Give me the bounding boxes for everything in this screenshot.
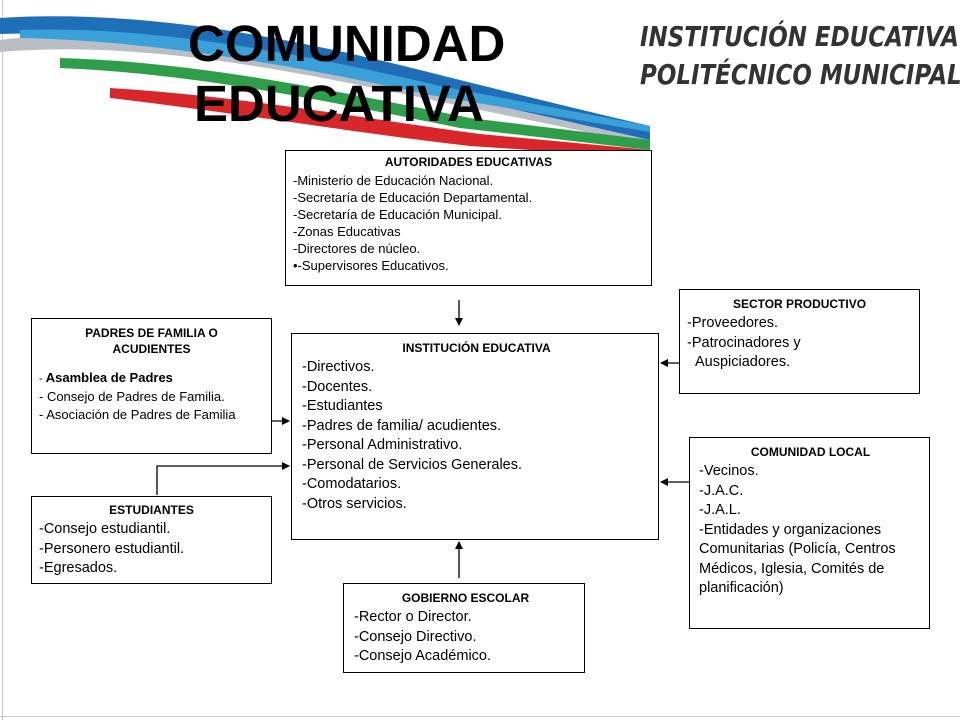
stripe-blue (0, 16, 650, 141)
box-estudiantes: ESTUDIANTES -Consejo estudiantil. -Perso… (31, 496, 272, 584)
comunidad-item: -Entidades y organizaciones Comunitarias… (699, 521, 896, 597)
autoridades-item: -Zonas Educativas (293, 224, 401, 239)
autoridades-item: -Directores de núcleo. (293, 241, 421, 256)
comunidad-item: -J.A.L. (699, 502, 741, 518)
arrow-estudiantes-to-institucion (156, 462, 290, 495)
box-padres-de-familia: PADRES DE FAMILIA O ACUDIENTES - Asamble… (31, 318, 272, 454)
stripe-green (60, 58, 650, 150)
padres-header-line2: ACUDIENTES (112, 342, 191, 356)
page-title: COMUNIDAD EDUCATIVA (188, 14, 528, 134)
box-sector-productivo: SECTOR PRODUCTIVO -Proveedores. -Patroci… (679, 289, 920, 394)
gobierno-item: -Rector o Director. (354, 609, 472, 625)
box-gobierno-escolar: GOBIERNO ESCOLAR -Rector o Director. -Co… (343, 583, 585, 673)
institucion-item: -Comodatarios. (302, 476, 402, 492)
sector-item: -Patrocinadores y (687, 334, 801, 351)
padres-item-prefix: - (39, 373, 46, 385)
institucion-item: -Padres de familia/ acudientes. (302, 417, 502, 434)
autoridades-item: -Secretaría de Educación Departamental. (293, 190, 533, 205)
sector-header: SECTOR PRODUCTIVO (732, 297, 867, 311)
gobierno-item: -Consejo Académico. (354, 648, 492, 664)
sector-item: -Proveedores. (687, 315, 779, 331)
page-title-line2: EDUCATIVA (194, 75, 484, 132)
institucion-header: INSTITUCIÓN EDUCATIVA (402, 341, 551, 355)
institucion-item: -Personal Administrativo. (302, 437, 463, 453)
stripe-red (110, 88, 650, 158)
estudiantes-item: -Consejo estudiantil. (39, 521, 171, 537)
padres-item: - Consejo de Padres de Familia. (39, 389, 225, 404)
institucion-item: -Estudiantes (302, 398, 383, 414)
padres-header-line1: PADRES DE FAMILIA O (85, 326, 218, 340)
institution-logo-text: INSTITUCIÓN EDUCATIVA POLITÉCNICO MUNICI… (640, 18, 960, 94)
institucion-item: -Otros servicios. (302, 495, 407, 512)
box-comunidad-local: COMUNIDAD LOCAL -Vecinos. -J.A.C. -J.A.L… (689, 437, 930, 629)
slide-frame-left (2, 0, 3, 720)
institution-logo-line2: POLITÉCNICO MUNICIPAL (640, 58, 960, 91)
estudiantes-item: -Egresados. (39, 560, 118, 576)
autoridades-header: AUTORIDADES EDUCATIVAS (384, 155, 553, 169)
autoridades-item: •-Supervisores Educativos. (293, 258, 449, 273)
institucion-item: -Personal de Servicios Generales. (302, 456, 523, 473)
stripe-light-blue (20, 29, 650, 132)
estudiantes-item: -Personero estudiantil. (39, 540, 185, 557)
page-title-line1: COMUNIDAD (188, 15, 506, 72)
comunidad-header: COMUNIDAD LOCAL (750, 445, 871, 459)
padres-item: - Asociación de Padres de Familia (39, 407, 236, 422)
stripe-grey (0, 34, 650, 149)
estudiantes-header: ESTUDIANTES (109, 503, 194, 517)
box-institucion-educativa: INSTITUCIÓN EDUCATIVA -Directivos. -Doce… (291, 333, 659, 540)
decorative-stripes (0, 16, 650, 158)
institucion-item: -Directivos. (302, 359, 375, 375)
padres-item-asamblea: Asamblea de Padres (45, 370, 173, 385)
sector-item: Auspiciadores. (695, 354, 791, 370)
gobierno-item: -Consejo Directivo. (354, 628, 477, 645)
slide-frame-bottom (0, 716, 960, 717)
autoridades-item: -Ministerio de Educación Nacional. (293, 173, 494, 188)
comunidad-item: -J.A.C. (699, 482, 744, 499)
autoridades-item: -Secretaría de Educación Municipal. (293, 207, 502, 222)
institucion-item: -Docentes. (302, 378, 373, 395)
comunidad-item: -Vecinos. (699, 463, 759, 479)
padres-item: - Asamblea de Padres (39, 369, 264, 388)
gobierno-header: GOBIERNO ESCOLAR (401, 591, 530, 605)
box-autoridades-educativas: AUTORIDADES EDUCATIVAS -Ministerio de Ed… (285, 150, 652, 286)
institution-logo-line1: INSTITUCIÓN EDUCATIVA (640, 20, 959, 53)
